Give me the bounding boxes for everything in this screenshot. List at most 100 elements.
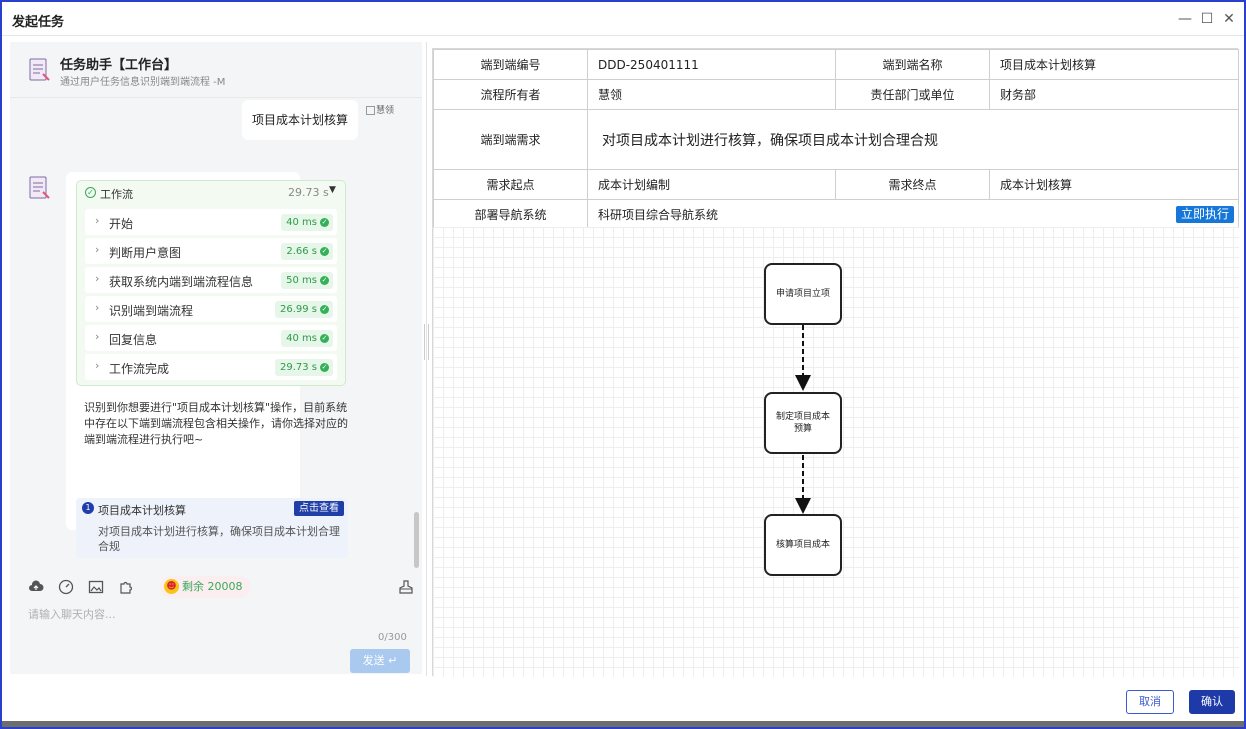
step-time-badge: 29.73 s✓ [274,359,333,376]
workflow-label: 工作流 [100,188,133,201]
step-time: 40 ms [286,217,317,228]
flow-node[interactable]: 核算项目成本 [764,514,842,576]
bot-document-icon [29,176,50,199]
check-icon: ✓ [320,334,329,343]
field-label: 端到端名称 [835,49,990,80]
step-name: 开始 [109,217,134,231]
result-description: 对项目成本计划进行核算，确保项目成本计划合理合规 [98,525,340,553]
flow-node[interactable]: 申请项目立项 [764,263,842,325]
view-result-button[interactable]: 点击查看 [294,501,344,516]
check-icon: ✓ [320,305,329,314]
cloud-upload-icon[interactable] [28,579,44,595]
execute-now-button[interactable]: 立即执行 [1175,206,1234,223]
check-icon: ✓ [320,276,329,285]
user-message-bubble: 项目成本计划核算 [242,100,358,140]
demand-start: 成本计划编制 [587,169,836,200]
step-time: 26.99 s [279,304,317,315]
bot-message-card: ✓ 工作流 29.73 s ▼ › 开始 40 ms✓ › 判断用户意图 2.6… [66,172,348,558]
field-label: 部署导航系统 [433,199,588,230]
char-counter: 0/300 [378,632,407,643]
send-button[interactable]: 发送 ↵ [350,649,410,673]
chevron-right-icon: › [95,272,100,285]
broken-image-icon [366,106,375,115]
step-time: 2.66 s [286,246,317,257]
result-name: 项目成本计划核算 [98,504,186,517]
resize-handle[interactable] [424,324,429,360]
field-label: 责任部门或单位 [835,79,990,110]
title-bar: 发起任务 — ☐ ✕ [2,2,1244,36]
nav-system-cell: 科研项目综合导航系统 立即执行 [587,199,1239,230]
assistant-header: 任务助手【工作台】 通过用户任务信息识别端到端流程 -M [10,42,422,98]
chat-input[interactable]: 请输入聊天内容... [28,608,116,621]
step-time: 29.73 s [279,362,317,373]
demand-end: 成本计划核算 [989,169,1239,200]
dialog-title: 发起任务 [12,15,65,30]
cancel-button[interactable]: 取消 [1126,690,1174,714]
step-time: 50 ms [286,275,317,286]
step-name: 判断用户意图 [109,246,182,260]
check-icon: ✓ [320,363,329,372]
field-label: 端到端编号 [433,49,588,80]
puzzle-icon[interactable] [118,579,134,595]
responsible-dept: 财务部 [989,79,1239,110]
clear-brush-icon[interactable] [398,579,414,595]
result-index: 1 [82,502,94,514]
step-time-badge: 40 ms✓ [281,214,333,231]
assistant-subtitle: 通过用户任务信息识别端到端流程 -M [60,77,226,88]
process-id: DDD-250401111 [587,49,836,80]
flow-node[interactable]: 制定项目成本预算 [764,392,842,454]
caret-down-icon[interactable]: ▼ [329,185,336,195]
step-time-badge: 50 ms✓ [281,272,333,289]
workflow-step[interactable]: › 获取系统内端到端流程信息 50 ms✓ [85,267,337,293]
chevron-right-icon: › [95,301,100,314]
minimize-button[interactable]: — [1178,11,1192,27]
workflow-header[interactable]: ✓ 工作流 29.73 s ▼ [77,181,345,205]
assistant-document-icon [29,58,50,81]
smiley-icon: ☻ [164,579,179,594]
flow-canvas[interactable]: 申请项目立项 制定项目成本预算 核算项目成本 [433,227,1239,677]
step-time-badge: 2.66 s✓ [281,243,333,260]
process-detail-panel: 端到端编号 DDD-250401111 端到端名称 项目成本计划核算 流程所有者… [432,48,1239,677]
process-name: 项目成本计划核算 [989,49,1239,80]
check-icon: ✓ [320,247,329,256]
field-label: 需求起点 [433,169,588,200]
gauge-icon[interactable] [58,579,74,595]
maximize-button[interactable]: ☐ [1200,11,1214,27]
field-label: 需求终点 [835,169,990,200]
chevron-right-icon: › [95,330,100,343]
flow-edges [795,325,811,514]
chevron-right-icon: › [95,359,100,372]
chevron-right-icon: › [95,243,100,256]
workflow-step[interactable]: › 回复信息 40 ms✓ [85,325,337,351]
workflow-step[interactable]: › 识别端到端流程 26.99 s✓ [85,296,337,322]
workflow-step[interactable]: › 判断用户意图 2.66 s✓ [85,238,337,264]
field-label: 端到端需求 [433,109,588,170]
check-icon: ✓ [320,218,329,227]
workflow-total-time: 29.73 s [288,186,329,199]
panel-divider [426,42,427,676]
workflow-step[interactable]: › 工作流完成 29.73 s✓ [85,354,337,380]
image-icon[interactable] [88,579,104,595]
confirm-button[interactable]: 确认 [1189,690,1235,714]
process-owner: 慧领 [587,79,836,110]
check-circle-icon: ✓ [85,187,96,198]
remaining-quota-badge: ☻ 剩余 20008 [160,576,251,598]
composer-toolbar: ☻ 剩余 20008 [26,576,416,598]
close-button[interactable]: ✕ [1223,11,1235,27]
workflow-step[interactable]: › 开始 40 ms✓ [85,209,337,235]
step-name: 工作流完成 [109,362,170,376]
step-time-badge: 40 ms✓ [281,330,333,347]
user-avatar: 慧领 [366,106,394,134]
step-name: 获取系统内端到端流程信息 [109,275,254,289]
step-time: 40 ms [286,333,317,344]
assistant-name: 任务助手【工作台】 [60,58,178,73]
bot-reply-text: 识别到你想要进行"项目成本计划核算"操作，目前系统中存在以下端到端流程包含相关操… [84,401,348,446]
window-bottom-edge [2,721,1244,727]
workflow-panel: ✓ 工作流 29.73 s ▼ › 开始 40 ms✓ › 判断用户意图 2.6… [76,180,346,386]
chevron-right-icon: › [95,214,100,227]
nav-system: 科研项目综合导航系统 [598,208,719,222]
step-name: 回复信息 [109,333,158,347]
process-demand: 对项目成本计划进行核算，确保项目成本计划合理合规 [587,109,1239,170]
chat-scrollbar[interactable] [414,512,419,568]
